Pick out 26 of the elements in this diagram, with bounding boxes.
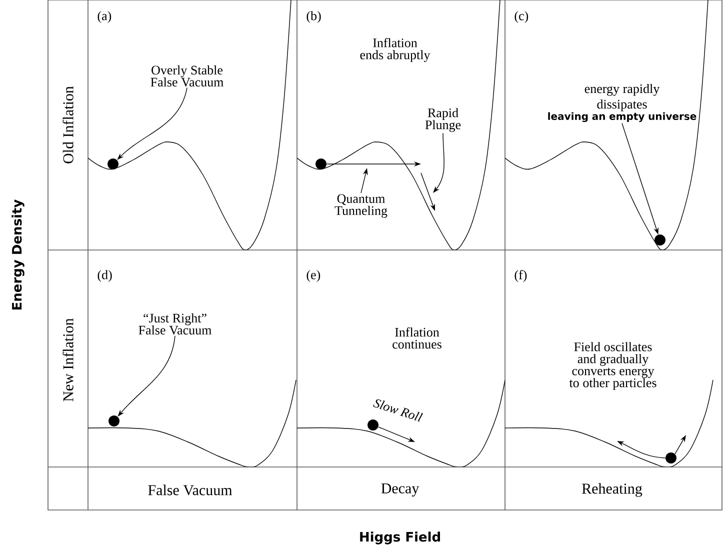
panel-letter: (a): [98, 11, 112, 23]
ball: [316, 158, 326, 170]
ball: [108, 416, 120, 426]
axis-title: Energy Density: [12, 200, 24, 310]
panel-note: Inflation continues: [392, 327, 442, 349]
panel-letter: (f): [514, 270, 527, 282]
panel-letter: (c): [514, 11, 528, 23]
panel-note: Inflation ends abruptly: [360, 38, 430, 62]
ball: [368, 420, 378, 430]
annotation-text: energy rapidly dissipates leaving an empty universe: [548, 84, 696, 122]
panel-note: Field oscillates and gradually converts energy to other particles: [569, 342, 656, 390]
arrow-label: Slow Roll: [373, 399, 424, 422]
leader-line: [117, 87, 188, 160]
annotation-text: Rapid Plunge: [425, 108, 461, 132]
ball: [108, 158, 118, 170]
ball: [654, 234, 666, 246]
annotation-text: Overly Stable False Vacuum: [150, 65, 224, 87]
ball: [666, 452, 676, 464]
leader-line: [433, 132, 444, 193]
column-heading: False Vacuum: [148, 484, 232, 496]
panel-letter: (e): [306, 270, 320, 282]
annotation-text: Quantum Tunneling: [334, 194, 388, 218]
panel-letter: (d): [98, 270, 112, 282]
annotation-text: “Just Right” False Vacuum: [138, 313, 212, 335]
panel-letter: (b): [306, 11, 321, 23]
axis-title: Higgs Field: [360, 532, 440, 544]
